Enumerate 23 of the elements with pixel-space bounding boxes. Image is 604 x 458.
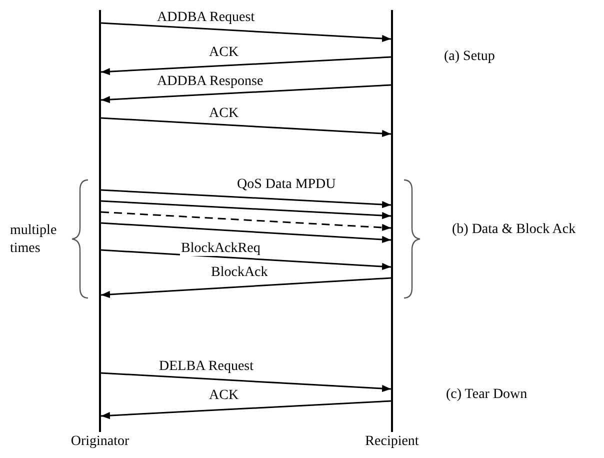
participant-label: Originator [70, 435, 130, 449]
message-arrow [100, 372, 392, 392]
message-arrow [100, 117, 392, 138]
edge-label: ADDBA Request [156, 11, 256, 25]
phase-label: (a) Setup [444, 48, 496, 66]
message-arrow [100, 277, 392, 298]
message-arrow [100, 400, 392, 420]
phase-label: (c) Tear Down [446, 386, 528, 404]
edge-label: DELBA Request [158, 360, 254, 374]
message-arrow [100, 200, 392, 220]
message-arrow [100, 249, 392, 270]
participant-label: Recipient [365, 435, 419, 449]
message-arrow [100, 211, 392, 232]
message-arrow [100, 222, 392, 244]
edge-label: ADDBA Response [156, 75, 264, 89]
message-arrow [100, 22, 392, 42]
phase-label: (b) Data & Block Ack [452, 221, 577, 239]
message-arrow [100, 56, 392, 76]
edge-label: BlockAckReq [180, 242, 262, 256]
message-arrow [100, 84, 392, 104]
message-arrow [100, 189, 392, 208]
phase-label: multiple times [10, 222, 58, 258]
edge-label: QoS Data MPDU [236, 178, 337, 192]
